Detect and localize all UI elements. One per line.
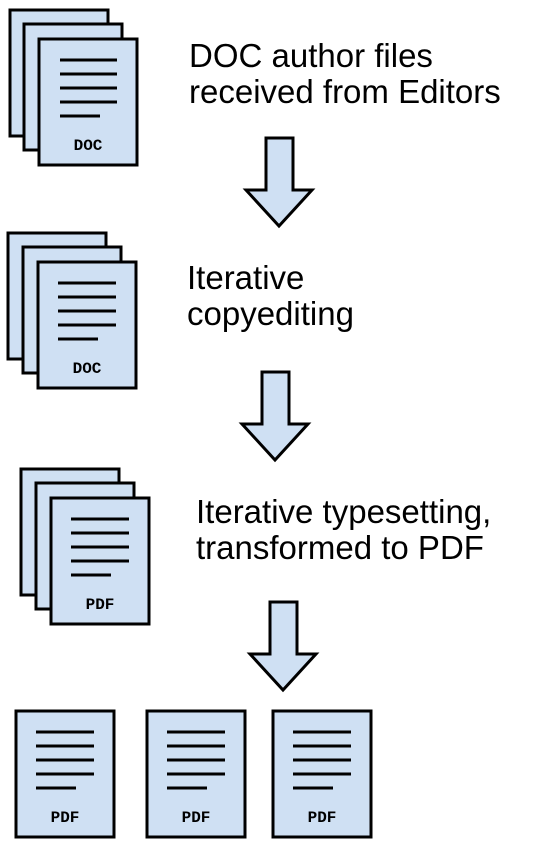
document-icon: DOC (36, 260, 138, 390)
document-icon: PDF (14, 709, 116, 839)
document-icon: PDF (145, 709, 247, 839)
document-icon: DOC (37, 37, 139, 167)
step-label-line: DOC author files (189, 37, 433, 74)
step-label-line: transformed to PDF (196, 529, 484, 566)
document-stack-icon: DOC (6, 231, 138, 390)
file-type-tag: DOC (74, 137, 103, 155)
step-label-line: Iterative (187, 259, 305, 296)
document-stack-icon: DOC (8, 8, 139, 167)
document-stack-icon: PDF (19, 467, 151, 626)
file-type-tag: PDF (308, 809, 337, 827)
file-type-tag: DOC (73, 360, 102, 378)
down-arrow-icon (238, 370, 312, 463)
step-label: Iterative copyediting (187, 260, 354, 332)
step-label-line: copyediting (187, 295, 354, 332)
step-label-line: received from Editors (189, 73, 501, 110)
step-label-line: Iterative typesetting, (196, 493, 492, 530)
document-icon: PDF (271, 709, 373, 839)
file-type-tag: PDF (51, 809, 80, 827)
step-label: DOC author files received from Editors (189, 38, 501, 110)
step-label: Iterative typesetting, transformed to PD… (196, 494, 491, 566)
down-arrow-icon (242, 136, 316, 229)
file-type-tag: PDF (182, 809, 211, 827)
down-arrow-icon (246, 600, 320, 693)
document-icon: PDF (49, 496, 151, 626)
file-type-tag: PDF (86, 596, 115, 614)
